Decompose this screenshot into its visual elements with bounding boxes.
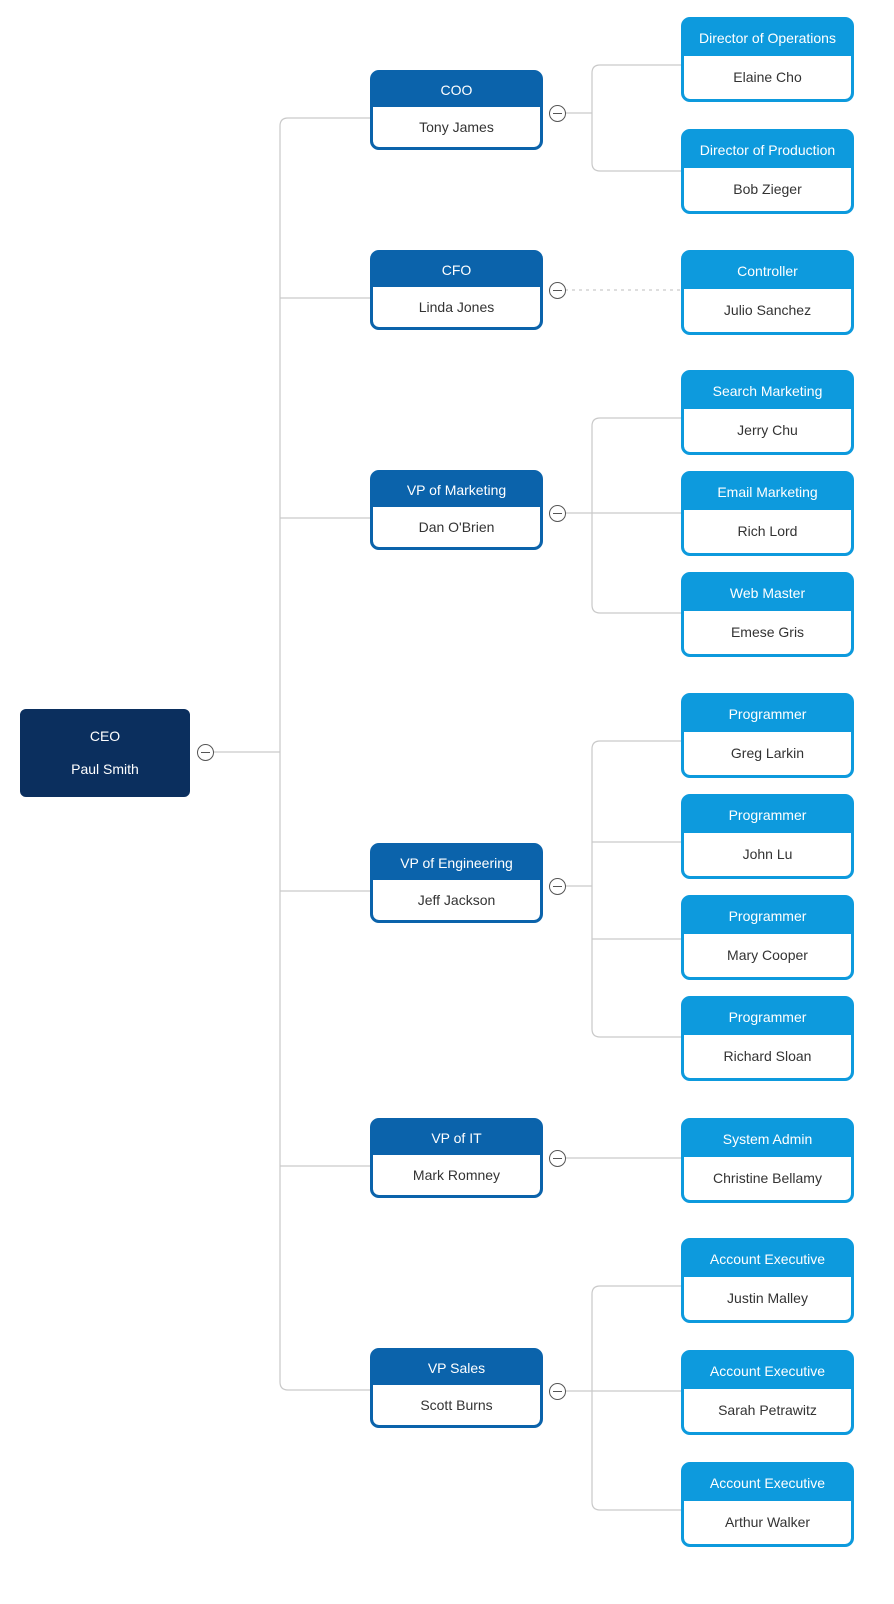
node-title: Programmer [684, 696, 851, 732]
node-vp-marketing[interactable]: VP of Marketing Dan O'Brien [370, 470, 543, 550]
node-name: Greg Larkin [684, 732, 851, 775]
node-title: Programmer [684, 898, 851, 934]
minus-circle-icon-toggle-vp-engineering[interactable] [549, 878, 566, 895]
connector-trunk-main [279, 117, 370, 1391]
node-title: Programmer [684, 999, 851, 1035]
node-name: Jeff Jackson [373, 880, 540, 920]
node-director-of-operations[interactable]: Director of Operations Elaine Cho [681, 17, 854, 102]
node-name: Sarah Petrawitz [684, 1389, 851, 1432]
node-name: Bob Zieger [684, 168, 851, 211]
connector-vp-marketing-children [591, 417, 681, 614]
connector-vp-engineering-children [591, 740, 681, 1038]
node-name: John Lu [684, 833, 851, 876]
node-title: Controller [684, 253, 851, 289]
node-title: VP Sales [373, 1351, 540, 1385]
node-name: Mary Cooper [684, 934, 851, 977]
node-name: Rich Lord [684, 510, 851, 553]
node-director-of-production[interactable]: Director of Production Bob Zieger [681, 129, 854, 214]
node-title: Director of Production [684, 132, 851, 168]
node-title: Director of Operations [684, 20, 851, 56]
node-title: Account Executive [684, 1241, 851, 1277]
node-programmer-greg-larkin[interactable]: Programmer Greg Larkin [681, 693, 854, 778]
node-cfo[interactable]: CFO Linda Jones [370, 250, 543, 330]
node-email-marketing[interactable]: Email Marketing Rich Lord [681, 471, 854, 556]
node-vp-sales[interactable]: VP Sales Scott Burns [370, 1348, 543, 1428]
minus-circle-icon-toggle-ceo[interactable] [197, 744, 214, 761]
node-title: Web Master [684, 575, 851, 611]
node-name: Paul Smith [71, 761, 139, 777]
node-name: Jerry Chu [684, 409, 851, 452]
node-title: VP of IT [373, 1121, 540, 1155]
node-name: Scott Burns [373, 1385, 540, 1425]
node-ceo[interactable]: CEO Paul Smith [20, 709, 190, 797]
node-account-executive-sarah-petrawitz[interactable]: Account Executive Sarah Petrawitz [681, 1350, 854, 1435]
minus-circle-icon-toggle-cfo[interactable] [549, 282, 566, 299]
node-system-admin[interactable]: System Admin Christine Bellamy [681, 1118, 854, 1203]
node-name: Dan O'Brien [373, 507, 540, 547]
node-title: VP of Marketing [373, 473, 540, 507]
minus-circle-icon-toggle-vp-marketing[interactable] [549, 505, 566, 522]
node-programmer-mary-cooper[interactable]: Programmer Mary Cooper [681, 895, 854, 980]
node-title: Search Marketing [684, 373, 851, 409]
connector-vp-sales-children [591, 1285, 681, 1511]
node-programmer-richard-sloan[interactable]: Programmer Richard Sloan [681, 996, 854, 1081]
node-account-executive-justin-malley[interactable]: Account Executive Justin Malley [681, 1238, 854, 1323]
node-vp-it[interactable]: VP of IT Mark Romney [370, 1118, 543, 1198]
node-title: CEO [89, 728, 121, 745]
node-name: Julio Sanchez [684, 289, 851, 332]
node-vp-engineering[interactable]: VP of Engineering Jeff Jackson [370, 843, 543, 923]
node-controller[interactable]: Controller Julio Sanchez [681, 250, 854, 335]
node-name: Mark Romney [373, 1155, 540, 1195]
node-title: Programmer [684, 797, 851, 833]
connector-coo-children [591, 64, 681, 172]
node-coo[interactable]: COO Tony James [370, 70, 543, 150]
node-title: Email Marketing [684, 474, 851, 510]
minus-circle-icon-toggle-vp-it[interactable] [549, 1150, 566, 1167]
node-title: VP of Engineering [373, 846, 540, 880]
node-name: Emese Gris [684, 611, 851, 654]
node-web-master[interactable]: Web Master Emese Gris [681, 572, 854, 657]
node-name: Tony James [373, 107, 540, 147]
node-title: System Admin [684, 1121, 851, 1157]
node-title: CFO [373, 253, 540, 287]
minus-circle-icon-toggle-vp-sales[interactable] [549, 1383, 566, 1400]
node-name: Arthur Walker [684, 1501, 851, 1544]
node-name: Elaine Cho [684, 56, 851, 99]
node-programmer-john-lu[interactable]: Programmer John Lu [681, 794, 854, 879]
minus-circle-icon-toggle-coo[interactable] [549, 105, 566, 122]
node-name: Christine Bellamy [684, 1157, 851, 1200]
node-title: Account Executive [684, 1465, 851, 1501]
node-title: COO [373, 73, 540, 107]
node-search-marketing[interactable]: Search Marketing Jerry Chu [681, 370, 854, 455]
node-name: Linda Jones [373, 287, 540, 327]
node-name: Justin Malley [684, 1277, 851, 1320]
node-name: Richard Sloan [684, 1035, 851, 1078]
node-account-executive-arthur-walker[interactable]: Account Executive Arthur Walker [681, 1462, 854, 1547]
node-title: Account Executive [684, 1353, 851, 1389]
